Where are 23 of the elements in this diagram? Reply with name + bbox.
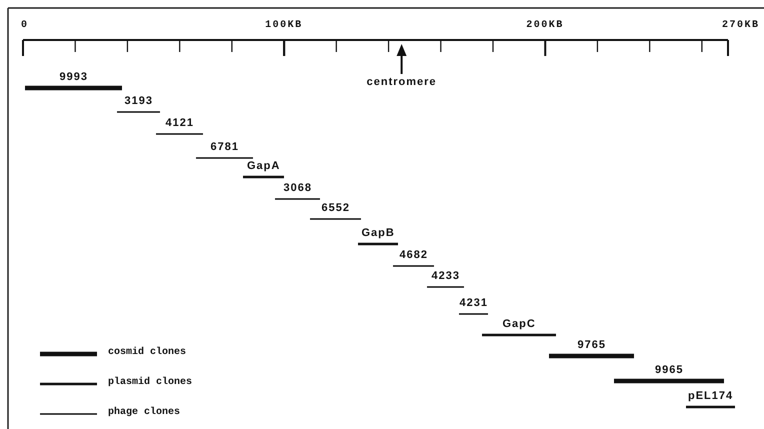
clone-label: pEL174 [688, 390, 734, 402]
clone-label: 4121 [166, 117, 194, 129]
clone-label: GapC [502, 318, 536, 330]
legend-label: phage clones [108, 407, 180, 418]
legend-label: plasmid clones [108, 377, 192, 388]
clone-label: 4231 [460, 297, 488, 309]
clone-label: GapB [362, 227, 395, 239]
clone-label: 6781 [210, 141, 239, 153]
clone-label: GapA [247, 160, 280, 172]
scale-label: 200KB [526, 20, 564, 31]
scale-label: 270KB [722, 20, 760, 31]
scale-label: 0 [21, 20, 29, 31]
clone-label: 4682 [400, 249, 428, 261]
legend-label: cosmid clones [108, 347, 186, 358]
scale-label: 100KB [265, 20, 303, 31]
clone-label: 9965 [655, 364, 684, 376]
clone-label: 3068 [284, 182, 312, 194]
centromere-label: centromere [366, 76, 437, 88]
clone-label: 6552 [322, 202, 350, 214]
clone-label: 9993 [60, 71, 88, 83]
clone-label: 3193 [124, 95, 153, 107]
clone-label: 9765 [578, 339, 606, 351]
clone-label: 4233 [432, 270, 460, 282]
